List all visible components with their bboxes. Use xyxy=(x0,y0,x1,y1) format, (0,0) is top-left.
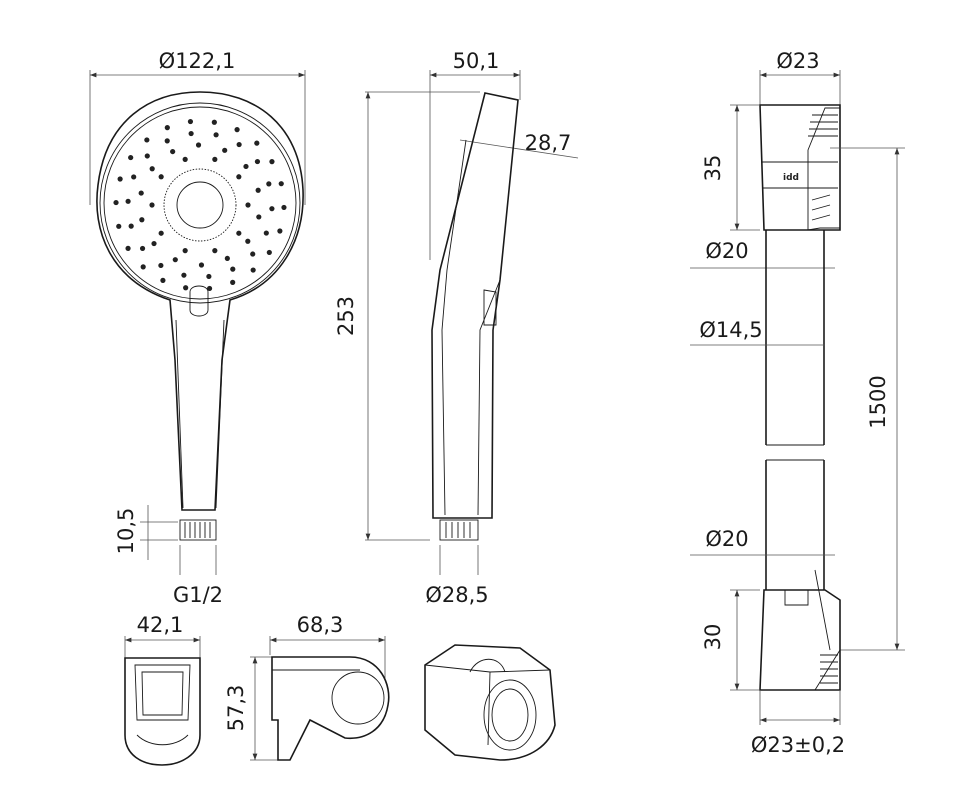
nozzle-hole xyxy=(198,262,205,268)
nozzle-hole xyxy=(164,138,170,144)
nozzle-hole xyxy=(250,251,256,257)
nozzle-hole xyxy=(206,285,213,292)
nozzle-hole xyxy=(266,249,272,256)
nozzle-hole xyxy=(158,230,164,236)
nozzle-hole xyxy=(128,223,134,229)
nozzle-hole xyxy=(113,199,119,206)
hose-top-diameter-label: Ø20 xyxy=(705,239,748,263)
nozzle-hole xyxy=(245,238,251,244)
nozzle-hole xyxy=(222,147,228,153)
holder-width-label: 42,1 xyxy=(137,613,184,637)
nozzle-hole xyxy=(230,266,236,272)
holder-views: 42,1 68,3 57,3 xyxy=(124,613,556,766)
nozzle-hole xyxy=(187,118,194,125)
nozzle-hole xyxy=(263,230,269,236)
side-thickness-label: 28,7 xyxy=(525,131,572,155)
nozzle-hole xyxy=(278,181,284,187)
nozzle-hole xyxy=(181,272,187,278)
nozzle-hole xyxy=(144,137,150,143)
holder-height-label: 57,3 xyxy=(224,685,248,732)
nozzle-hole xyxy=(125,245,131,251)
head-diameter-label: Ø122,1 xyxy=(159,49,236,73)
brand-logo: idd xyxy=(783,173,799,183)
shower-head-front-view: Ø122,1 10,5 G1/2 xyxy=(89,49,306,607)
hose-diameter-label: Ø14,5 xyxy=(699,318,762,342)
nozzle-hole xyxy=(164,125,170,131)
nozzle-hole xyxy=(254,158,261,165)
nozzle-hole xyxy=(188,130,194,137)
nozzle-hole xyxy=(158,262,164,269)
nozzle-hole xyxy=(172,257,178,263)
nozzle-hole xyxy=(212,248,218,254)
nozzle-hole xyxy=(250,267,256,273)
nozzle-hole xyxy=(182,248,188,254)
top-fitting-length-label: 35 xyxy=(701,155,725,182)
thread-length-label: 10,5 xyxy=(114,508,138,555)
nozzle-hole xyxy=(245,202,251,208)
hose-bottom-diameter-label: Ø20 xyxy=(705,527,748,551)
nozzle-hole xyxy=(277,228,283,234)
nozzle-hole xyxy=(139,217,145,223)
nozzle-hole xyxy=(269,159,275,165)
nozzle-hole xyxy=(234,127,240,133)
nozzle-hole xyxy=(211,119,217,125)
nozzle-hole xyxy=(158,174,164,180)
shower-head-side-view: 50,1 28,7 253 Ø28,5 xyxy=(334,49,579,607)
nozzle-hole xyxy=(195,142,202,148)
shower-hose-view: Ø23 idd 35 Ø20 Ø14,5 1500 Ø20 30 Ø23±0 xyxy=(690,49,905,757)
bottom-fitting-length-label: 30 xyxy=(701,624,725,651)
nozzle-hole xyxy=(149,166,155,172)
nozzle-hole xyxy=(144,153,150,159)
nozzle-hole xyxy=(138,190,144,196)
side-width-label: 50,1 xyxy=(453,49,500,73)
nozzle-hole xyxy=(256,214,262,220)
hose-nut-diameter-label: Ø23 xyxy=(776,49,819,73)
side-bottom-diameter-label: Ø28,5 xyxy=(425,583,488,607)
nozzle-hole xyxy=(236,230,242,236)
nozzle-hole xyxy=(140,264,146,270)
nozzle-hole xyxy=(243,163,249,170)
nozzle-hole xyxy=(269,206,275,212)
hose-length-label: 1500 xyxy=(866,375,890,428)
nozzle-hole xyxy=(266,181,272,187)
nozzle-hole xyxy=(255,187,261,193)
nozzle-hole xyxy=(281,204,287,211)
holder-depth-label: 68,3 xyxy=(297,613,344,637)
spray-nozzles xyxy=(113,118,287,292)
nozzle-hole xyxy=(117,176,123,182)
nozzle-hole xyxy=(213,132,219,138)
nozzle-hole xyxy=(206,273,212,280)
nozzle-hole xyxy=(236,174,242,180)
nozzle-hole xyxy=(236,141,242,148)
nozzle-hole xyxy=(128,154,134,161)
nozzle-hole xyxy=(224,255,230,262)
nozzle-hole xyxy=(230,279,236,285)
nozzle-hole xyxy=(170,148,176,155)
nozzle-hole xyxy=(149,202,155,208)
bottom-nut-diameter-label: Ø23±0,2 xyxy=(751,733,845,757)
nozzle-hole xyxy=(183,285,189,291)
nozzle-hole xyxy=(131,174,137,180)
nozzle-hole xyxy=(125,198,131,204)
thread-type-label: G1/2 xyxy=(173,583,223,607)
nozzle-hole xyxy=(254,140,260,146)
nozzle-hole xyxy=(139,245,146,252)
nozzle-hole xyxy=(212,156,218,162)
nozzle-hole xyxy=(116,223,122,229)
nozzle-hole xyxy=(151,240,157,247)
total-length-label: 253 xyxy=(334,296,358,336)
nozzle-hole xyxy=(160,277,166,283)
nozzle-hole xyxy=(182,156,188,162)
